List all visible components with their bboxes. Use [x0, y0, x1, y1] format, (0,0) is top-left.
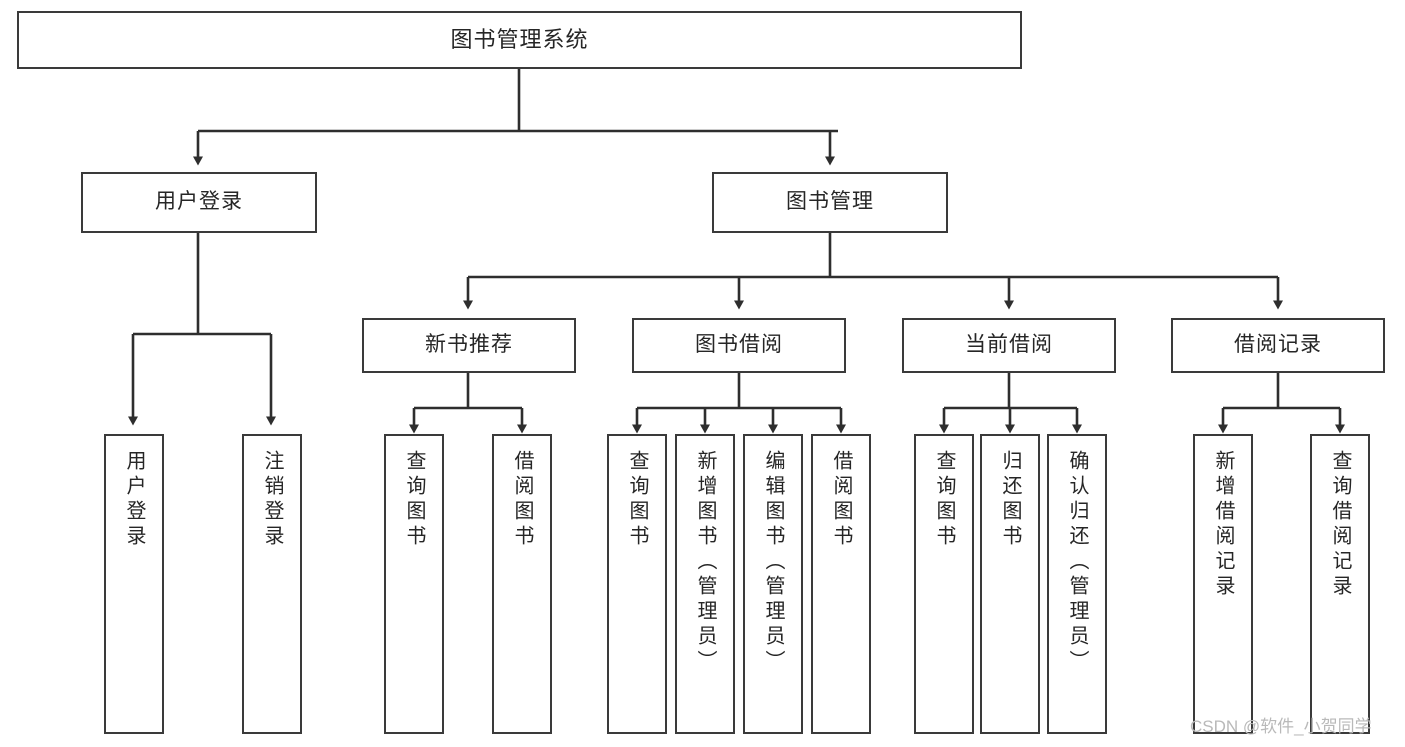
leaf-borrow-book-2[interactable]: 借阅图书	[811, 434, 871, 734]
leaf-add-borrow-record[interactable]: 新增借阅记录	[1193, 434, 1253, 734]
node-label: 借阅记录	[1234, 333, 1322, 357]
node-label: 新增图书（管理员）	[694, 450, 716, 675]
leaf-borrow-book-1[interactable]: 借阅图书	[492, 434, 552, 734]
node-label: 图书管理	[786, 190, 874, 214]
node-current-borrowing[interactable]: 当前借阅	[902, 318, 1116, 373]
leaf-logout[interactable]: 注销登录	[242, 434, 302, 734]
node-label: 用户登录	[123, 450, 145, 550]
leaf-query-borrow-record[interactable]: 查询借阅记录	[1310, 434, 1370, 734]
node-label: 确认归还（管理员）	[1066, 450, 1088, 675]
node-book-management[interactable]: 图书管理	[712, 172, 948, 233]
leaf-query-book-1[interactable]: 查询图书	[384, 434, 444, 734]
node-label: 借阅图书	[511, 450, 533, 550]
leaf-query-book-3[interactable]: 查询图书	[914, 434, 974, 734]
node-label: 图书管理系统	[450, 27, 589, 53]
node-label: 注销登录	[261, 450, 283, 550]
leaf-confirm-return-admin[interactable]: 确认归还（管理员）	[1047, 434, 1107, 734]
leaf-user-login[interactable]: 用户登录	[104, 434, 164, 734]
node-label: 用户登录	[155, 190, 243, 214]
node-root-book-management-system[interactable]: 图书管理系统	[17, 11, 1022, 69]
node-label: 查询图书	[403, 450, 425, 550]
node-label: 编辑图书（管理员）	[762, 450, 784, 675]
node-label: 归还图书	[999, 450, 1021, 550]
node-label: 查询图书	[933, 450, 955, 550]
node-label: 新增借阅记录	[1212, 450, 1234, 600]
node-label: 当前借阅	[965, 333, 1053, 357]
node-user-login[interactable]: 用户登录	[81, 172, 317, 233]
node-label: 查询图书	[626, 450, 648, 550]
node-label: 图书借阅	[695, 333, 783, 357]
node-label: 借阅图书	[830, 450, 852, 550]
leaf-edit-book-admin[interactable]: 编辑图书（管理员）	[743, 434, 803, 734]
node-new-book-recommendation[interactable]: 新书推荐	[362, 318, 576, 373]
node-label: 新书推荐	[425, 333, 513, 357]
node-book-borrowing[interactable]: 图书借阅	[632, 318, 846, 373]
node-borrowing-record[interactable]: 借阅记录	[1171, 318, 1385, 373]
csdn-watermark: CSDN @软件_小贺同学	[1190, 717, 1372, 736]
leaf-query-book-2[interactable]: 查询图书	[607, 434, 667, 734]
node-label: 查询借阅记录	[1329, 450, 1351, 600]
leaf-return-book[interactable]: 归还图书	[980, 434, 1040, 734]
leaf-add-book-admin[interactable]: 新增图书（管理员）	[675, 434, 735, 734]
